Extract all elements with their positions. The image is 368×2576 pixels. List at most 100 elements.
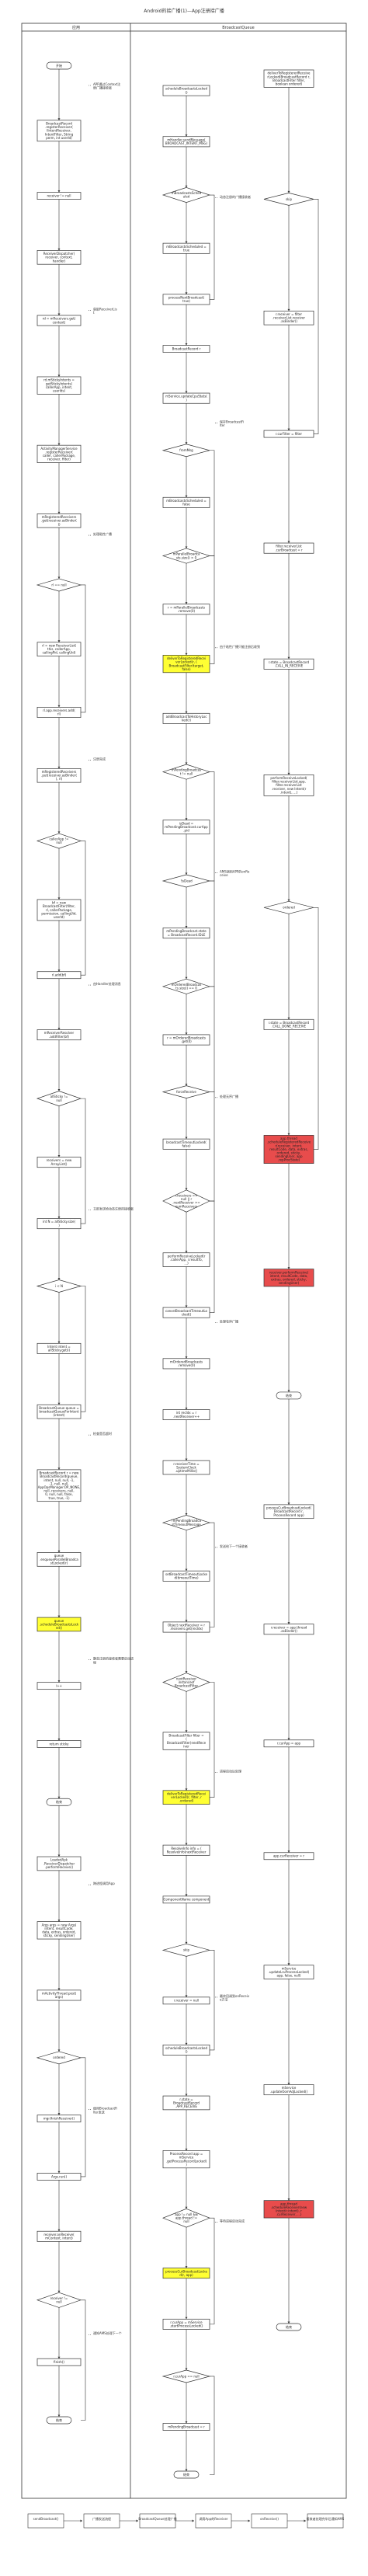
process-box <box>162 345 210 353</box>
queue-node-15: !isDead <box>161 874 211 888</box>
decision-diamond <box>36 578 82 592</box>
decision-diamond <box>263 900 314 914</box>
annotation-20: 通知AMS处理下一个 <box>89 2331 122 2335</box>
arrowhead <box>185 1568 188 1572</box>
annotation-16: 跨进程调用App <box>89 1881 115 1885</box>
process-box <box>36 1989 82 2001</box>
app-node-11: mRegisteredReceivers.put(receiver.asBind… <box>36 768 82 783</box>
branch-connector <box>210 1522 215 1627</box>
process-box <box>36 1856 82 1871</box>
node-label: r.receivers ==null || r.nextReceiver >=n… <box>172 1194 200 1209</box>
annotation-5: 由于粘性广播只能注册后收到 <box>215 644 260 649</box>
app-node-20: Intent intent =allSticky.get(i) <box>36 1342 82 1354</box>
decision-diamond <box>161 444 211 458</box>
arrowhead <box>185 2206 188 2209</box>
app-node-6: ActivityManagerService.registerReceiver(… <box>36 444 82 463</box>
arrowhead <box>185 976 188 980</box>
node-label: mService.updateLruProcessLocked(app, fal… <box>269 1966 310 1977</box>
annotation-10: 立即发送给动态注册的接收者 <box>89 1206 134 1211</box>
node-label: Object nextReceiver = r.receivers.get(re… <box>168 1624 205 1631</box>
arrowhead <box>57 1467 61 1470</box>
decision-diamond <box>161 874 211 888</box>
terminator <box>276 1391 302 1400</box>
node-label: 结束 <box>286 1393 292 1398</box>
app-node-2: receiver != null <box>36 192 82 200</box>
arrowhead <box>287 772 290 775</box>
app-node-19: i < N <box>36 1279 82 1293</box>
arrowhead <box>57 1796 61 1799</box>
arrowhead <box>185 185 188 188</box>
decision-diamond <box>36 1091 82 1107</box>
node-label: r.curApp = app <box>277 1742 301 1746</box>
process-box <box>162 242 210 254</box>
node-label: mActivityThread.post(args) <box>42 1992 77 2000</box>
process-box <box>36 1740 82 1748</box>
annotation-text: 由于粘性广播只能注册后收到 <box>220 644 260 649</box>
legend-text: 接收者处理完毕后通知AMS <box>307 2516 345 2521</box>
app-node-0: 开始 <box>46 61 72 70</box>
process-box <box>162 2095 210 2111</box>
node-label: ComponentName component <box>164 1898 210 1902</box>
process-box <box>36 1218 82 1230</box>
node-label: r.curFilter = filter <box>276 432 302 436</box>
node-label: r.state = BroadcastRecord.CALL_DONE_RECE… <box>269 1021 310 1029</box>
process-box <box>263 542 314 554</box>
legend-item-2: BroadcastQueue处理广播 <box>138 2513 177 2529</box>
process-box <box>263 2084 314 2096</box>
arrowhead <box>57 2356 61 2359</box>
node-label: r.state = BroadcastRecord.CALL_IN_RECEIV… <box>269 660 310 668</box>
app-node-32: mgr.finishReceiver() <box>36 2115 82 2122</box>
process-box <box>162 392 210 404</box>
branch-connector <box>81 841 86 976</box>
annotation-text: 跨进程调用App <box>93 1881 115 1885</box>
process-box <box>162 1996 210 2005</box>
app-node-18: int N = allSticky.size() <box>36 1218 82 1230</box>
node-label: scheduleBroadcastsLocked() <box>165 87 207 95</box>
terminator <box>46 61 72 70</box>
process-box <box>162 2268 210 2279</box>
decision-diamond <box>36 2051 82 2065</box>
arrowhead <box>287 1850 290 1853</box>
node-label: r.receiver = null <box>174 1999 199 2003</box>
node-label: Args.run() <box>51 2174 67 2178</box>
process-box <box>162 604 210 615</box>
process-box <box>162 1358 210 1370</box>
process-box <box>36 192 82 200</box>
process-box <box>36 1404 82 1419</box>
annotation-text: 立即发送给动态注册的接收者 <box>93 1206 134 1211</box>
legend-item-3: 调用App的Receiver <box>195 2513 232 2529</box>
process-box <box>162 2318 210 2330</box>
process-box <box>263 69 314 88</box>
node-label: receiver.onReceive(mContext, intent) <box>43 2233 75 2240</box>
app-node-25: i++ <box>36 1682 82 1690</box>
node-label: BroadcastRecord r <box>172 346 201 350</box>
queue-node-24: mOrderedBroadcasts.remove(0) <box>162 1358 210 1370</box>
node-label: Intent intent =allSticky.get(i) <box>47 1345 71 1352</box>
branch-connector <box>81 1098 86 1224</box>
node-label: BroadcastRecord.registerReceiver(IIntent… <box>45 122 74 140</box>
arrowhead <box>57 1680 61 1683</box>
node-label: receiver.performReceive(intent, resultCo… <box>269 1270 309 1285</box>
arrowhead <box>287 1622 290 1624</box>
arrowhead <box>287 1502 290 1505</box>
node-label: forceReceive <box>176 1090 196 1094</box>
annotation-13: 发送给下一个接收者 <box>215 1544 248 1548</box>
process-box <box>162 1790 210 1805</box>
legend-item-4: onReceive() <box>251 2513 288 2529</box>
branch-connector <box>210 555 215 664</box>
arrowhead <box>185 1407 188 1410</box>
app-node-26: return sticky <box>36 1740 82 1748</box>
